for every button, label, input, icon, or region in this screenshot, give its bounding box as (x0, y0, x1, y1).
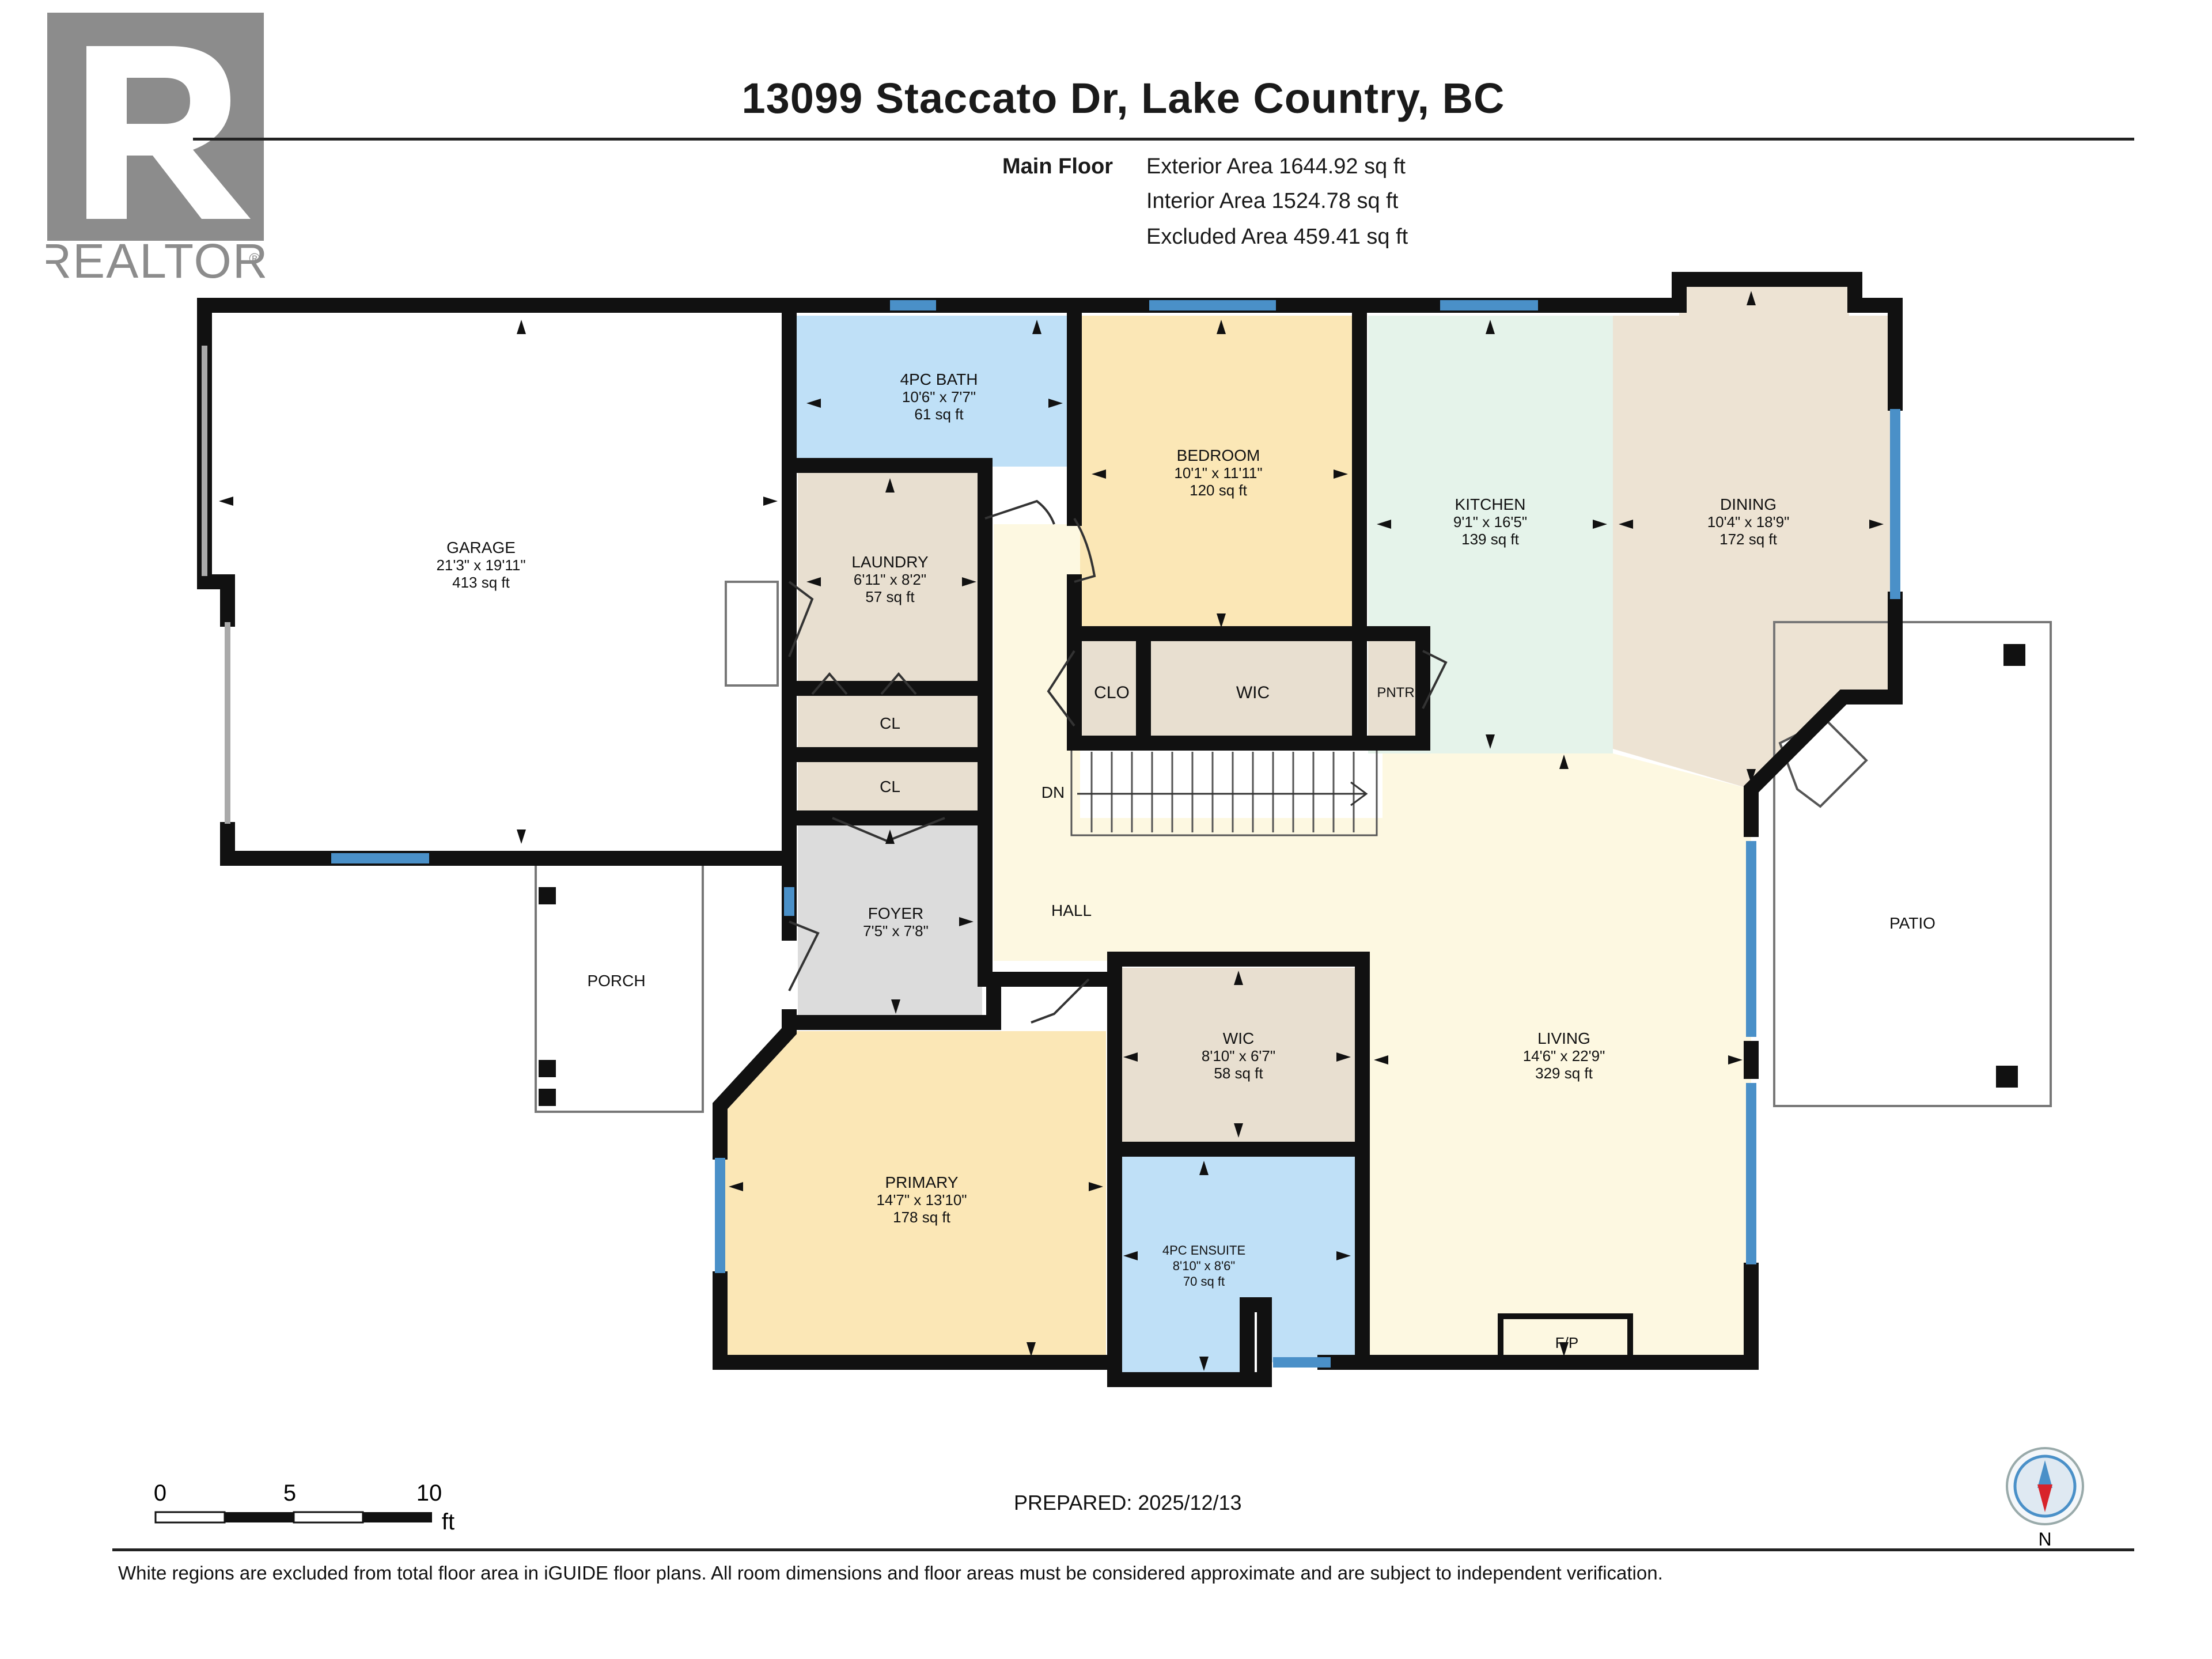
wic-primary-area: 58 sq ft (1214, 1065, 1263, 1082)
dimension-arrows (219, 291, 1884, 1371)
exterior-area: Exterior Area 1644.92 sq ft (1146, 154, 1406, 179)
primary-fill (720, 1031, 1106, 1362)
wic-primary-dims: 8'10" x 6'7" (1202, 1047, 1275, 1065)
scale-bar: 0 5 10 ft (154, 1480, 454, 1535)
interior-area: Interior Area 1524.78 sq ft (1146, 189, 1399, 213)
living-dims: 14'6" x 22'9" (1523, 1047, 1605, 1065)
bath-dims: 10'6" x 7'7" (902, 388, 976, 406)
wic-primary-fill (1115, 968, 1357, 1143)
compass-icon: N (2006, 1447, 2084, 1550)
wic-primary-name: WIC (1223, 1029, 1254, 1047)
stairs-down-label: DN (1041, 783, 1065, 801)
hall-living-fill (994, 524, 1751, 1362)
dining-name: DINING (1720, 495, 1777, 513)
logo-letter-r (86, 46, 251, 219)
clo-name: CLO (1094, 683, 1130, 702)
closet-2-fill (798, 759, 982, 814)
scale-tick-0: 0 (154, 1480, 166, 1506)
kitchen-area: 139 sq ft (1461, 531, 1520, 548)
kitchen-dims: 9'1" x 16'5" (1453, 513, 1527, 531)
garage-side-openings (202, 346, 230, 824)
primary-area: 178 sq ft (893, 1209, 951, 1226)
scale-tick-5: 5 (283, 1480, 296, 1506)
scale-segment-3 (293, 1511, 364, 1524)
closet-1-fill (798, 694, 982, 749)
posts (539, 644, 2025, 1106)
disclaimer: White regions are excluded from total fl… (118, 1562, 1663, 1584)
hall-name: HALL (1051, 902, 1092, 919)
bath-area: 61 sq ft (914, 406, 964, 423)
primary-dims: 14'7" x 13'10" (876, 1191, 967, 1209)
ensuite-name: 4PC ENSUITE (1162, 1243, 1245, 1257)
footer-divider (112, 1548, 2134, 1551)
living-name: LIVING (1537, 1029, 1590, 1047)
laundry-name: LAUNDRY (851, 553, 929, 571)
laundry-fill (798, 471, 982, 690)
scale-segment-2 (225, 1512, 294, 1522)
foyer-name: FOYER (868, 904, 923, 922)
closet-1-name: CL (880, 714, 900, 732)
dining-dims: 10'4" x 18'9" (1707, 513, 1790, 531)
bedroom-dims: 10'1" x 11'11" (1174, 464, 1262, 482)
dining-fill (1613, 287, 1895, 789)
wic-top-fill (1149, 639, 1357, 746)
garage-dims: 21'3" x 19'11" (436, 556, 525, 574)
floor-name: Main Floor (1002, 154, 1113, 179)
bedroom-area: 120 sq ft (1190, 482, 1248, 499)
kitchen-name: KITCHEN (1455, 495, 1526, 513)
title-divider (193, 138, 2134, 141)
laundry-dims: 6'11" x 8'2" (854, 571, 926, 588)
windows (331, 300, 1900, 1368)
logo-text: REALTOR (46, 234, 265, 288)
ensuite-dims: 8'10" x 8'6" (1173, 1259, 1235, 1273)
bedroom-name: BEDROOM (1177, 446, 1260, 464)
bath-fill (789, 316, 1074, 467)
excluded-area: Excluded Area 459.41 sq ft (1146, 225, 1408, 249)
scale-unit: ft (442, 1509, 454, 1535)
wic-top-name: WIC (1236, 683, 1270, 702)
foyer-dims: 7'5" x 7'8" (863, 922, 929, 940)
pntr-name: PNTR (1377, 685, 1414, 700)
porch-name: PORCH (587, 972, 645, 990)
patio-outline (1773, 621, 2052, 1107)
closet-2-name: CL (880, 778, 900, 796)
garage-name: GARAGE (446, 539, 516, 556)
room-labels: GARAGE 21'3" x 19'11" 413 sq ft 4PC BATH… (436, 370, 1935, 1351)
stoop-outline (725, 581, 779, 687)
realtor-logo: REALTOR ® (46, 13, 265, 288)
logo-registered-mark: ® (249, 250, 260, 267)
bath-name: 4PC BATH (900, 370, 978, 388)
page-title: 13099 Staccato Dr, Lake Country, BC (741, 74, 1505, 122)
ensuite-fill (1115, 1155, 1357, 1380)
room-fills (720, 287, 1895, 1380)
foyer-fill (798, 818, 982, 1022)
stairs (1070, 748, 1378, 836)
scale-segment-1 (154, 1511, 226, 1524)
bedroom-fill (1080, 316, 1357, 634)
primary-name: PRIMARY (885, 1173, 958, 1191)
laundry-area: 57 sq ft (865, 588, 915, 605)
clo-fill (1080, 639, 1143, 746)
compass-north-label: N (2038, 1529, 2051, 1550)
scale-tick-10: 10 (416, 1480, 442, 1506)
prepared-date: PREPARED: 2025/12/13 (1014, 1491, 1242, 1514)
doors (788, 499, 1448, 1024)
patio-name: PATIO (1889, 914, 1936, 932)
living-area: 329 sq ft (1535, 1065, 1593, 1082)
dining-area: 172 sq ft (1719, 531, 1778, 548)
garage-area: 413 sq ft (452, 574, 510, 591)
ensuite-area: 70 sq ft (1183, 1274, 1225, 1289)
scale-segment-4 (363, 1512, 432, 1522)
